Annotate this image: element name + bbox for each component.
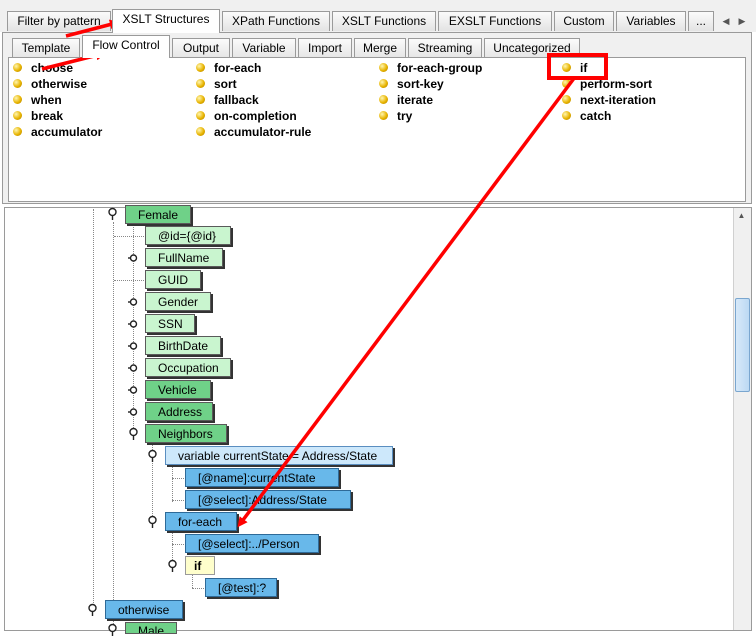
expand-collapse-icon[interactable] [128, 339, 139, 353]
subtab-variable[interactable]: Variable [232, 38, 296, 57]
tree-node-if[interactable]: if [185, 556, 215, 575]
bullet-icon [196, 63, 205, 72]
tab-filter-by-pattern[interactable]: Filter by pattern [7, 11, 111, 31]
tree-connector [172, 500, 184, 501]
expand-collapse-icon[interactable] [128, 317, 139, 331]
tree-connector [172, 532, 173, 566]
tree-node-address[interactable]: Address [145, 402, 213, 421]
tree-connector [192, 574, 193, 588]
tree-node-for-each-select[interactable]: [@select]:../Person [185, 534, 319, 553]
tree-node-birthdate[interactable]: BirthDate [145, 336, 221, 355]
tree-node-id-attribute[interactable]: @id={@id} [145, 226, 231, 245]
expand-collapse-icon[interactable] [167, 559, 178, 573]
expand-collapse-icon[interactable] [147, 449, 158, 463]
tree-connector [172, 544, 184, 545]
tree-connector [114, 236, 144, 237]
subtab-template[interactable]: Template [12, 38, 80, 57]
tree-node-fullname[interactable]: FullName [145, 248, 223, 267]
top-tab-strip: Filter by pattern XSLT Structures XPath … [0, 0, 756, 33]
expand-collapse-icon[interactable] [128, 251, 139, 265]
tab-variables[interactable]: Variables [616, 11, 686, 31]
xslt-tree-view[interactable] [4, 207, 752, 631]
tab-overflow[interactable]: ... [688, 11, 714, 31]
tree-node-variable-name[interactable]: [@name]:currentState [185, 468, 339, 487]
bullet-icon [379, 63, 388, 72]
tab-xslt-functions[interactable]: XSLT Functions [332, 11, 436, 31]
tree-node-variable-select[interactable]: [@select]:Address/State [185, 490, 351, 509]
bullet-icon [13, 111, 22, 120]
tree-connector [133, 224, 134, 436]
bullet-icon [379, 95, 388, 104]
bullet-icon [196, 95, 205, 104]
tree-node-variable[interactable]: variable currentState = Address/State [165, 446, 393, 465]
tree-node-ssn[interactable]: SSN [145, 314, 195, 333]
tab-exslt-functions[interactable]: EXSLT Functions [438, 11, 552, 31]
bullet-icon [13, 127, 22, 136]
tab-xslt-structures[interactable]: XSLT Structures [112, 9, 220, 33]
tree-node-neighbors[interactable]: Neighbors [145, 424, 227, 443]
tree-node-for-each[interactable]: for-each [165, 512, 237, 531]
expand-collapse-icon[interactable] [128, 361, 139, 375]
tree-node-otherwise[interactable]: otherwise [105, 600, 183, 619]
subtab-merge[interactable]: Merge [354, 38, 406, 57]
subtab-streaming[interactable]: Streaming [408, 38, 482, 57]
tree-node-guid[interactable]: GUID [145, 270, 201, 289]
bullet-icon [562, 63, 571, 72]
tab-custom[interactable]: Custom [554, 11, 614, 31]
tree-connector [113, 222, 114, 626]
bullet-icon [562, 79, 571, 88]
bullet-icon [13, 95, 22, 104]
vertical-scrollbar[interactable] [733, 208, 751, 630]
bullet-icon [379, 79, 388, 88]
tree-node-if-test[interactable]: [@test]:? [205, 578, 277, 597]
tree-connector [172, 478, 184, 479]
tree-node-gender[interactable]: Gender [145, 292, 211, 311]
expand-collapse-icon[interactable] [107, 623, 118, 637]
expand-collapse-icon[interactable] [128, 405, 139, 419]
bullet-icon [13, 79, 22, 88]
subtab-import[interactable]: Import [298, 38, 352, 57]
expand-collapse-icon[interactable] [107, 207, 118, 221]
bullet-icon [13, 63, 22, 72]
flow-control-list: choose otherwise when break accumulator … [8, 57, 746, 202]
expand-collapse-icon[interactable] [128, 427, 139, 441]
scroll-left-icon[interactable]: ◀ [722, 16, 730, 26]
tree-connector [114, 280, 144, 281]
expand-collapse-icon[interactable] [147, 515, 158, 529]
tree-connector [93, 209, 94, 609]
tab-xpath-functions[interactable]: XPath Functions [222, 11, 330, 31]
tree-connector [152, 444, 153, 524]
tree-connector [192, 588, 204, 589]
tree-connector [172, 464, 173, 502]
expand-collapse-icon[interactable] [128, 295, 139, 309]
tree-node-male[interactable]: Male [125, 622, 177, 634]
subtab-flow-control[interactable]: Flow Control [82, 35, 170, 58]
bullet-icon [196, 127, 205, 136]
bullet-icon [196, 79, 205, 88]
scroll-right-icon[interactable]: ▶ [738, 16, 746, 26]
scrollbar-thumb[interactable] [735, 298, 750, 392]
subtab-output[interactable]: Output [172, 38, 230, 57]
tree-node-vehicle[interactable]: Vehicle [145, 380, 211, 399]
bullet-icon [562, 95, 571, 104]
subtab-uncategorized[interactable]: Uncategorized [484, 38, 580, 57]
bullet-icon [562, 111, 571, 120]
expand-collapse-icon[interactable] [87, 603, 98, 617]
tree-node-female[interactable]: Female [125, 205, 191, 224]
scroll-up-icon[interactable]: ▲ [737, 211, 746, 220]
bullet-icon [379, 111, 388, 120]
bullet-icon [196, 111, 205, 120]
expand-collapse-icon[interactable] [128, 383, 139, 397]
tree-node-occupation[interactable]: Occupation [145, 358, 231, 377]
